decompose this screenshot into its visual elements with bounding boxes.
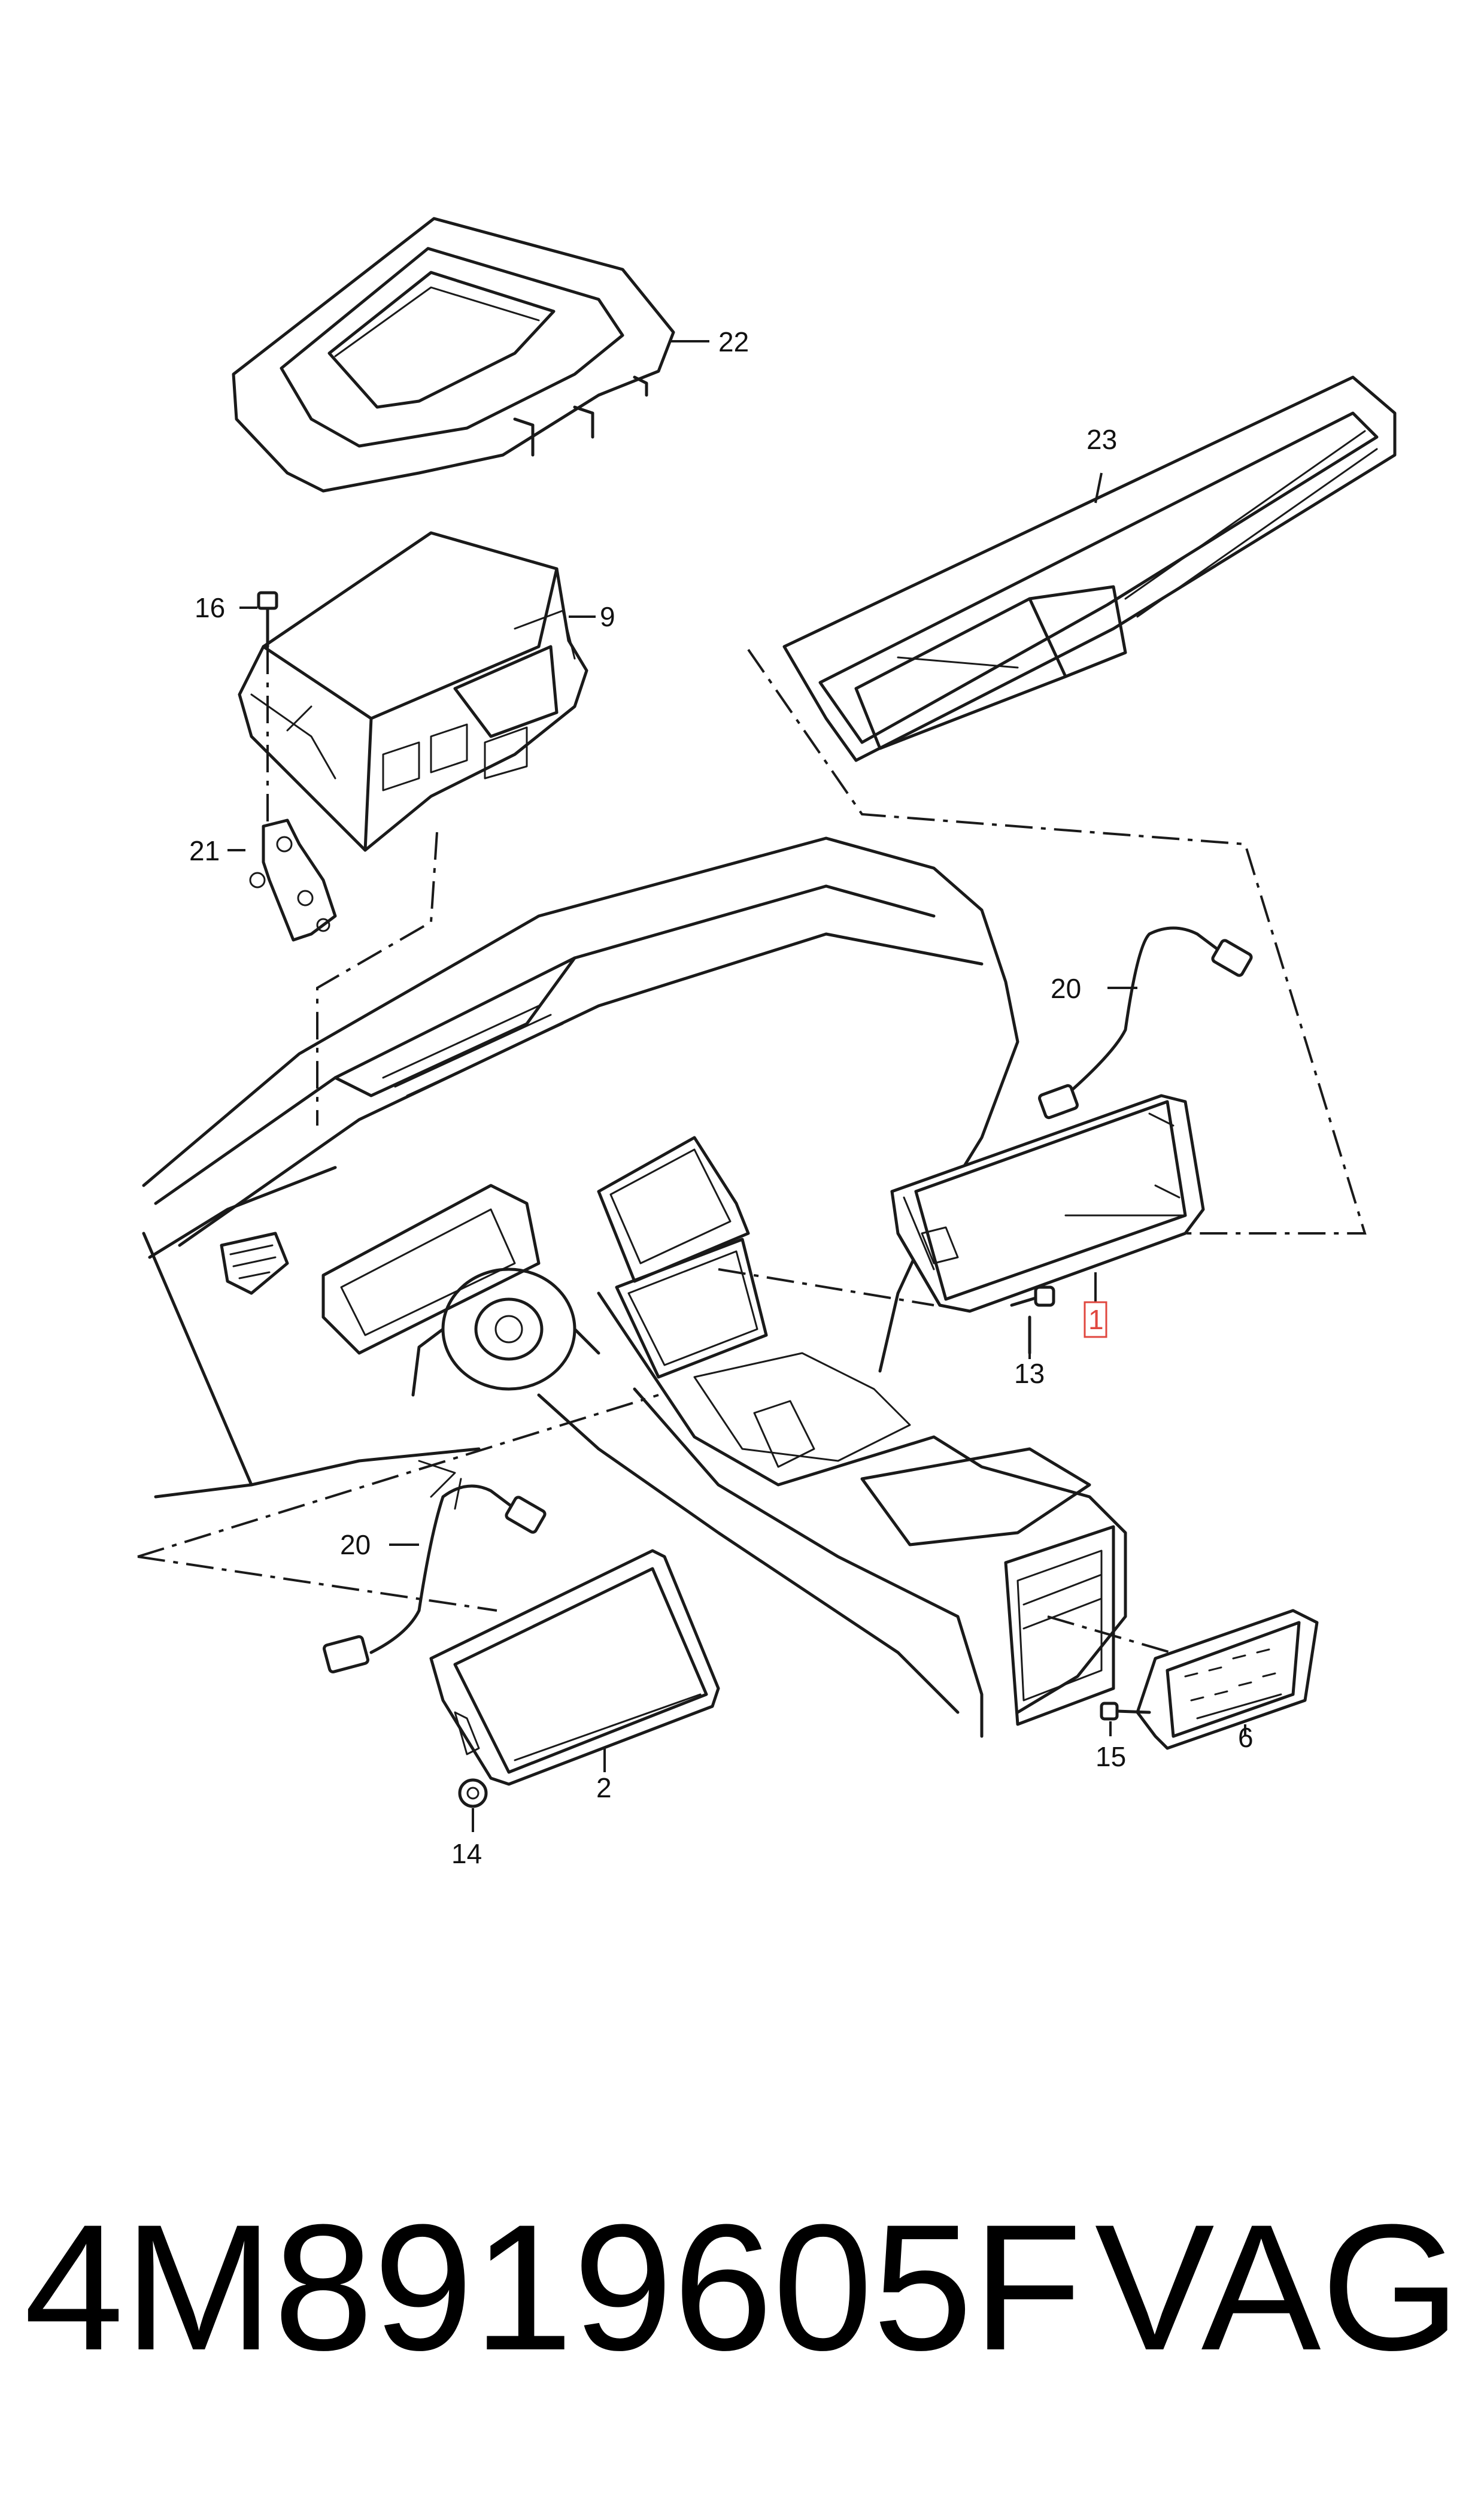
callout-1: 1 <box>1088 1304 1104 1335</box>
callout-23: 23 <box>1087 424 1117 455</box>
callout-20-upper: 20 <box>1051 973 1081 1004</box>
part-1-display-unit <box>890 1094 1205 1313</box>
part-9-display-housing <box>238 531 588 852</box>
callout-14: 14 <box>451 1838 482 1869</box>
callout-22: 22 <box>718 326 749 357</box>
brand-name: VAG <box>1094 2187 1461 2388</box>
callout-2: 2 <box>596 1772 612 1803</box>
callout-16: 16 <box>195 592 225 623</box>
callout-15: 15 <box>1095 1741 1126 1772</box>
part-15-screw <box>1100 1702 1151 1721</box>
part-21-mounting-bracket <box>249 818 337 942</box>
part-22-console-trim-frame <box>232 217 675 493</box>
part-20-cable-upper <box>1038 926 1253 1120</box>
callout-9: 9 <box>600 601 615 632</box>
part-13-screw <box>1010 1285 1055 1355</box>
part-23-display-trim <box>782 375 1397 762</box>
part-2-rear-display <box>429 1549 720 1786</box>
callout-1-highlight-box <box>1084 1301 1107 1338</box>
part-6-climate-panel <box>1136 1609 1319 1750</box>
footer-caption: 4M8919605F VAG <box>24 2179 1461 2395</box>
part-number: 4M8919605F <box>24 2187 1082 2388</box>
part-20-cable-lower <box>323 1484 547 1673</box>
callout-21: 21 <box>189 835 220 866</box>
callout-13: 13 <box>1014 1358 1045 1389</box>
callout-20-lower: 20 <box>340 1529 371 1560</box>
part-16-screw <box>257 591 278 838</box>
part-14-nut <box>458 1778 488 1808</box>
callout-6: 6 <box>1238 1722 1254 1753</box>
dashboard-assembly <box>142 836 1127 1738</box>
